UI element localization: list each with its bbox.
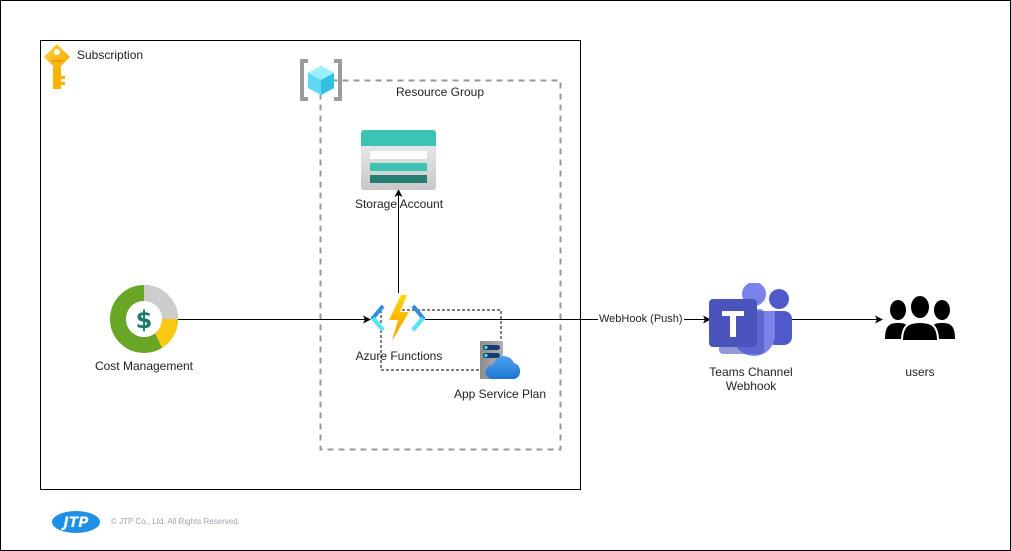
cost-management-icon[interactable]: $ [109, 284, 179, 354]
key-icon [44, 44, 70, 89]
azure-functions-icon[interactable] [371, 294, 425, 342]
resource-group-container[interactable] [319, 79, 562, 451]
resource-group-label: Resource Group [395, 85, 485, 99]
app-service-plan-label: App Service Plan [453, 387, 547, 401]
copyright-text: © JTP Co., Ltd. All Rights Reserved. [111, 517, 240, 526]
app-service-plan-icon[interactable] [478, 340, 522, 380]
jtp-logo: JTP [52, 511, 100, 533]
teams-label-line2: Webhook [725, 379, 777, 393]
subscription-container[interactable] [40, 40, 581, 490]
users-icon[interactable] [885, 295, 955, 341]
teams-webhook-label: Teams Channel Webhook [709, 365, 792, 393]
storage-account-icon[interactable] [361, 130, 437, 190]
teams-label-line1: Teams Channel [709, 365, 793, 379]
jtp-logo-text: JTP [60, 515, 89, 531]
teams-icon[interactable] [709, 283, 793, 357]
resource-group-icon [300, 59, 342, 101]
cost-management-label: Cost Management [94, 359, 194, 373]
users-label: users [905, 365, 935, 379]
storage-account-label: Storage Account [354, 197, 444, 211]
azure-functions-label: Azure Functions [355, 349, 443, 363]
edge-label-webhook-push: WebHook (Push) [599, 313, 683, 325]
subscription-label: Subscription [77, 48, 144, 62]
svg-text:$: $ [136, 306, 153, 334]
